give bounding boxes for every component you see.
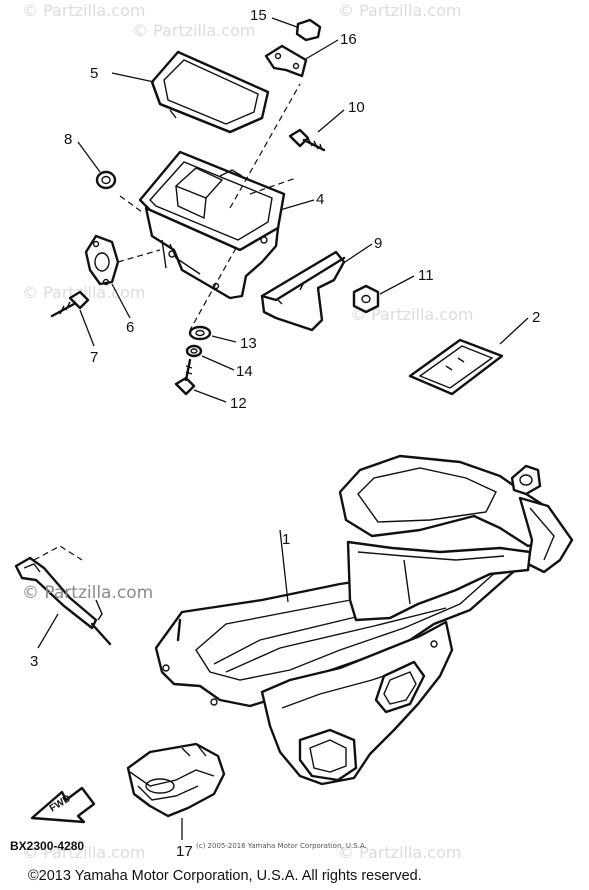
- callout-1: 1: [282, 531, 290, 548]
- part-4-battery-box[interactable]: [119, 83, 315, 331]
- watermark-text: © Partzilla.com: [350, 305, 473, 324]
- callout-15: 15: [250, 7, 267, 24]
- callout-9: 9: [374, 235, 382, 252]
- callout-10: 10: [348, 99, 365, 116]
- part-9-plate[interactable]: [260, 243, 373, 332]
- watermark-layer: © Partzilla.com © Partzilla.com © Partzi…: [22, 1, 473, 862]
- part-3-rod[interactable]: [14, 545, 112, 649]
- part-7-screw[interactable]: [50, 290, 95, 347]
- part-12-bolt[interactable]: [174, 358, 227, 403]
- part-11-nut[interactable]: [352, 275, 415, 314]
- callout-4: 4: [316, 191, 324, 208]
- part-14-spring-washer[interactable]: [185, 344, 235, 371]
- watermark-text: © Partzilla.com: [22, 583, 153, 603]
- copyright-footer: ©2013 Yamaha Motor Corporation, U.S.A. A…: [28, 868, 422, 884]
- part-10-bolt[interactable]: [288, 109, 345, 152]
- copyright-small: (c) 2005-2016 Yamaha Motor Corporation, …: [196, 842, 367, 850]
- callout-12: 12: [230, 395, 247, 412]
- diagram-part-number: BX2300-4280: [10, 839, 84, 853]
- callout-14: 14: [236, 363, 253, 380]
- watermark-text: © Partzilla.com: [338, 1, 461, 20]
- callout-5: 5: [90, 65, 98, 82]
- part-8-grommet[interactable]: [77, 141, 117, 190]
- part-17-cover[interactable]: [126, 742, 226, 840]
- part-1-frame[interactable]: [154, 454, 574, 786]
- part-6-gasket[interactable]: [84, 234, 161, 319]
- callout-7: 7: [90, 349, 98, 366]
- callout-16: 16: [340, 31, 357, 48]
- callout-2: 2: [532, 309, 540, 326]
- watermark-text: © Partzilla.com: [338, 843, 461, 862]
- watermark-text: © Partzilla.com: [22, 843, 145, 862]
- fwd-arrow: FWD: [30, 786, 96, 824]
- watermark-text: © Partzilla.com: [132, 21, 255, 40]
- watermark-text: © Partzilla.com: [22, 1, 145, 20]
- callout-17: 17: [176, 843, 193, 860]
- callout-13: 13: [240, 335, 257, 352]
- callout-8: 8: [64, 131, 72, 148]
- part-5-lid[interactable]: [111, 50, 270, 134]
- part-15-nut[interactable]: [271, 17, 322, 42]
- callout-3: 3: [30, 653, 38, 670]
- part-2-label[interactable]: [408, 317, 529, 396]
- callout-layer: 5 15 16 10 8 4 9 11 2 6 7 13 14 12 1 3 1…: [30, 7, 540, 860]
- part-16-bracket[interactable]: [264, 39, 339, 78]
- callout-11: 11: [418, 267, 434, 284]
- part-13-washer[interactable]: [188, 325, 237, 343]
- callout-6: 6: [126, 319, 134, 336]
